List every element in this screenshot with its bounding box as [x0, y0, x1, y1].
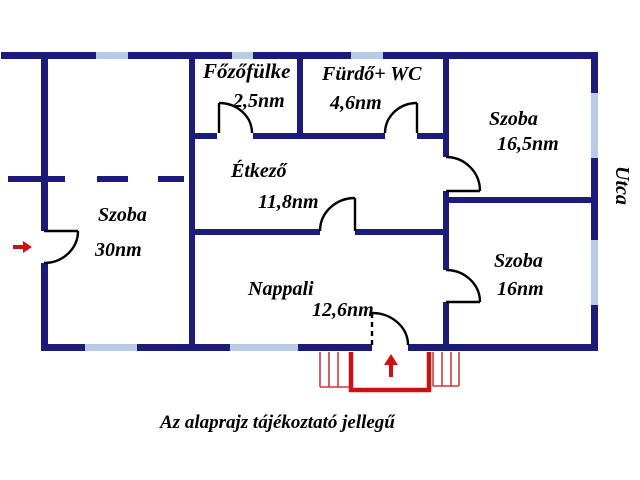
wall-right-1	[591, 59, 598, 93]
nappali-szoba16-door-arc	[445, 268, 482, 303]
stairs-left-steps	[319, 352, 349, 388]
wall-szoba30-divider	[189, 59, 195, 344]
wall-right-column-2	[443, 191, 449, 270]
fozofulke-room-area: 2,5nm	[233, 90, 285, 112]
furdo-room-name: Fürdő+ WC	[322, 63, 422, 85]
stairs-right-steps	[432, 352, 460, 387]
window-bottom-1	[85, 344, 137, 351]
wall-under-fozofulke-1	[195, 133, 217, 139]
window-top-1	[96, 52, 128, 59]
wall-etkezo-nappali-2	[355, 229, 443, 235]
side-entrance-arrow-right-icon	[13, 241, 32, 253]
window-right-1	[591, 93, 598, 158]
entrance-arrow-up-icon	[384, 354, 398, 377]
window-right-2	[591, 240, 598, 305]
wall-right-column-1	[443, 59, 449, 157]
nappali-room-name: Nappali	[248, 278, 314, 300]
szoba30-room-name: Szoba	[98, 204, 147, 226]
front-door-arc	[371, 311, 410, 346]
furdo-room-area: 4,6nm	[330, 92, 382, 114]
street-label: Utca	[611, 166, 633, 205]
szoba165-room-area: 16,5nm	[497, 133, 559, 155]
wall-fozofulke-furdo	[297, 59, 303, 133]
side-entrance-door-arc	[43, 230, 80, 265]
partition-dash-1	[97, 176, 128, 182]
entrance-stoop-outline	[348, 352, 432, 393]
wall-under-fozofulke-2	[253, 133, 385, 139]
nappali-etkezo-door-arc	[318, 196, 356, 232]
szoba30-room-area: 30nm	[95, 239, 142, 261]
wall-bottom-2	[137, 344, 230, 351]
wall-bottom-1	[41, 344, 85, 351]
nappali-room-area: 12,6nm	[312, 299, 374, 321]
window-top-3	[351, 52, 383, 59]
szoba165-room-name: Szoba	[489, 108, 538, 130]
szoba16-room-area: 16nm	[497, 278, 544, 300]
partition-solid-segment	[8, 176, 65, 182]
szoba16-room-name: Szoba	[494, 250, 543, 272]
etkezo-szoba-door-arc	[445, 155, 482, 192]
wall-szoba165-szoba16	[449, 197, 591, 203]
wall-right-column-3	[443, 302, 449, 344]
wall-left-lower	[41, 263, 48, 344]
wall-top	[1, 52, 598, 59]
window-bottom-2	[230, 344, 298, 351]
disclaimer-text: Az alaprajz tájékoztató jellegű	[160, 412, 395, 433]
wall-right-3	[591, 305, 598, 344]
etkezo-room-area: 11,8nm	[258, 191, 319, 213]
wall-right-2	[591, 158, 598, 240]
etkezo-room-name: Étkező	[231, 160, 287, 182]
window-top-2	[232, 52, 253, 59]
partition-dash-2	[158, 176, 184, 182]
wall-left-upper	[41, 59, 48, 231]
fozofulke-room-name: Főzőfülke	[203, 59, 291, 83]
furdo-door-arc	[383, 101, 418, 134]
wall-bottom-3	[298, 344, 372, 351]
wall-etkezo-nappali-1	[195, 229, 320, 235]
wall-bottom-4	[408, 344, 598, 351]
wall-under-furdo	[417, 133, 443, 139]
